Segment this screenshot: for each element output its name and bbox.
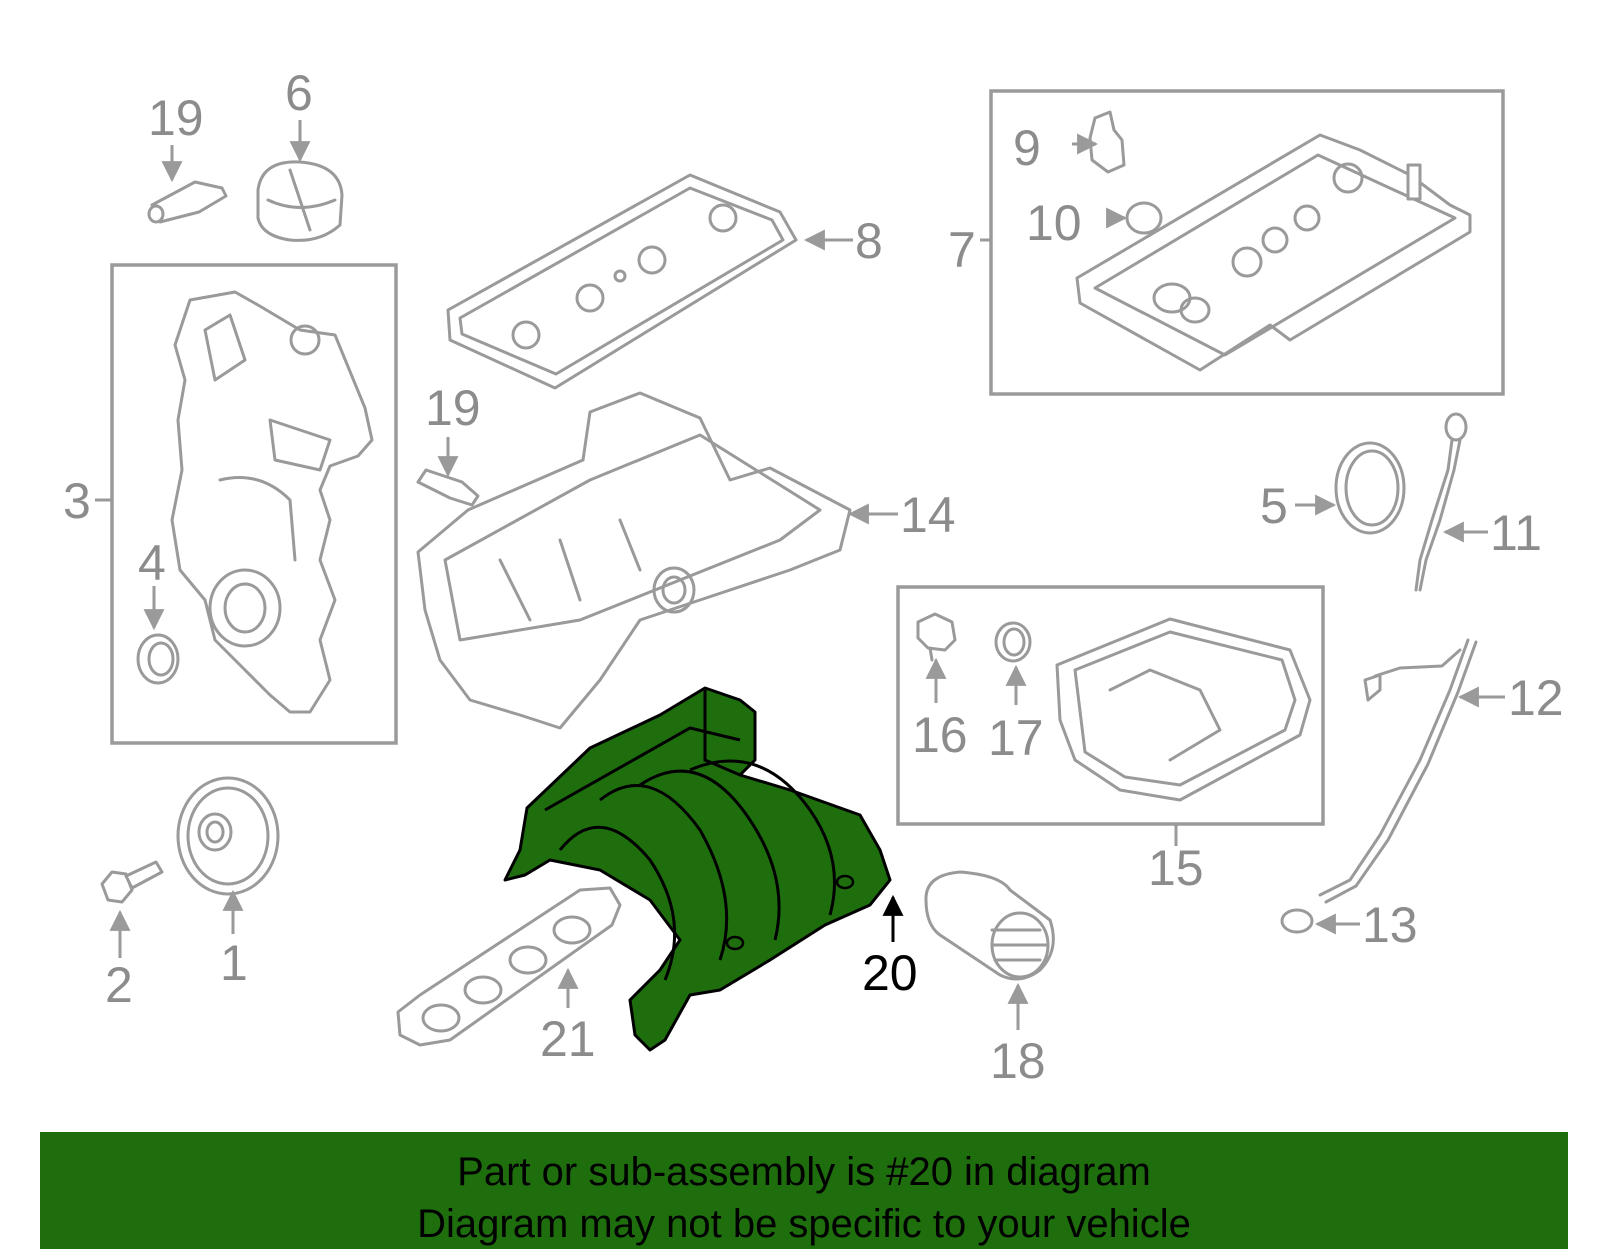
callout-8: 8 [855, 213, 883, 269]
callout-13: 13 [1362, 897, 1418, 953]
callout-16: 16 [912, 707, 968, 763]
callout-14: 14 [900, 487, 956, 543]
callout-2: 2 [105, 957, 133, 1013]
callout-19-middle: 19 [425, 380, 481, 436]
part-12-guide-tube [1318, 638, 1478, 904]
part-7-valve-cover [1075, 133, 1472, 372]
part-6-filler-cap [256, 160, 344, 242]
part-13-o-ring [1280, 908, 1314, 934]
part-21-manifold-gasket [396, 886, 622, 1047]
part-11-dipstick [1414, 412, 1468, 592]
callout-10: 10 [1026, 195, 1082, 251]
callout-9: 9 [1013, 120, 1041, 176]
banner-line-1: Part or sub-assembly is #20 in diagram [457, 1150, 1151, 1194]
callout-17: 17 [988, 710, 1044, 766]
part-8-gasket [446, 173, 798, 390]
callout-12: 12 [1508, 670, 1564, 726]
callout-19-top: 19 [148, 90, 204, 146]
part-19-sealant-tube-2 [416, 468, 480, 507]
callout-18: 18 [990, 1033, 1046, 1089]
part-1-pulley [176, 776, 280, 896]
part-16-drain-plug [916, 612, 957, 662]
part-20-intake-manifold [503, 686, 892, 1052]
part-10-o-ring [1125, 201, 1163, 235]
part-4-seal [136, 633, 180, 685]
part-17-washer [994, 621, 1032, 663]
callout-20: 20 [862, 945, 918, 1001]
callout-5: 5 [1260, 478, 1288, 534]
group-box-15 [896, 585, 1325, 826]
part-19-sealant-tube [147, 180, 228, 224]
callout-7: 7 [948, 222, 976, 278]
part-15-oil-pan [1055, 617, 1312, 802]
callout-4: 4 [138, 535, 166, 591]
group-box-7 [989, 89, 1505, 396]
callout-3: 3 [63, 473, 91, 529]
callout-11: 11 [1490, 505, 1542, 561]
info-banner: Part or sub-assembly is #20 in diagram D… [40, 1132, 1568, 1249]
part-3-timing-cover [170, 290, 374, 714]
group-box-3 [110, 263, 398, 745]
part-5-rear-seal [1334, 441, 1406, 535]
banner-line-2: Diagram may not be specific to your vehi… [417, 1202, 1191, 1246]
part-9-pcv-valve [1088, 110, 1126, 174]
part-14-oil-pan-upper [416, 391, 852, 730]
callout-15: 15 [1148, 840, 1204, 896]
callout-6: 6 [285, 65, 313, 121]
part-2-bolt [100, 860, 164, 904]
part-18-oil-filter [924, 870, 1055, 981]
callout-1: 1 [220, 935, 248, 991]
callout-21: 21 [540, 1011, 596, 1067]
